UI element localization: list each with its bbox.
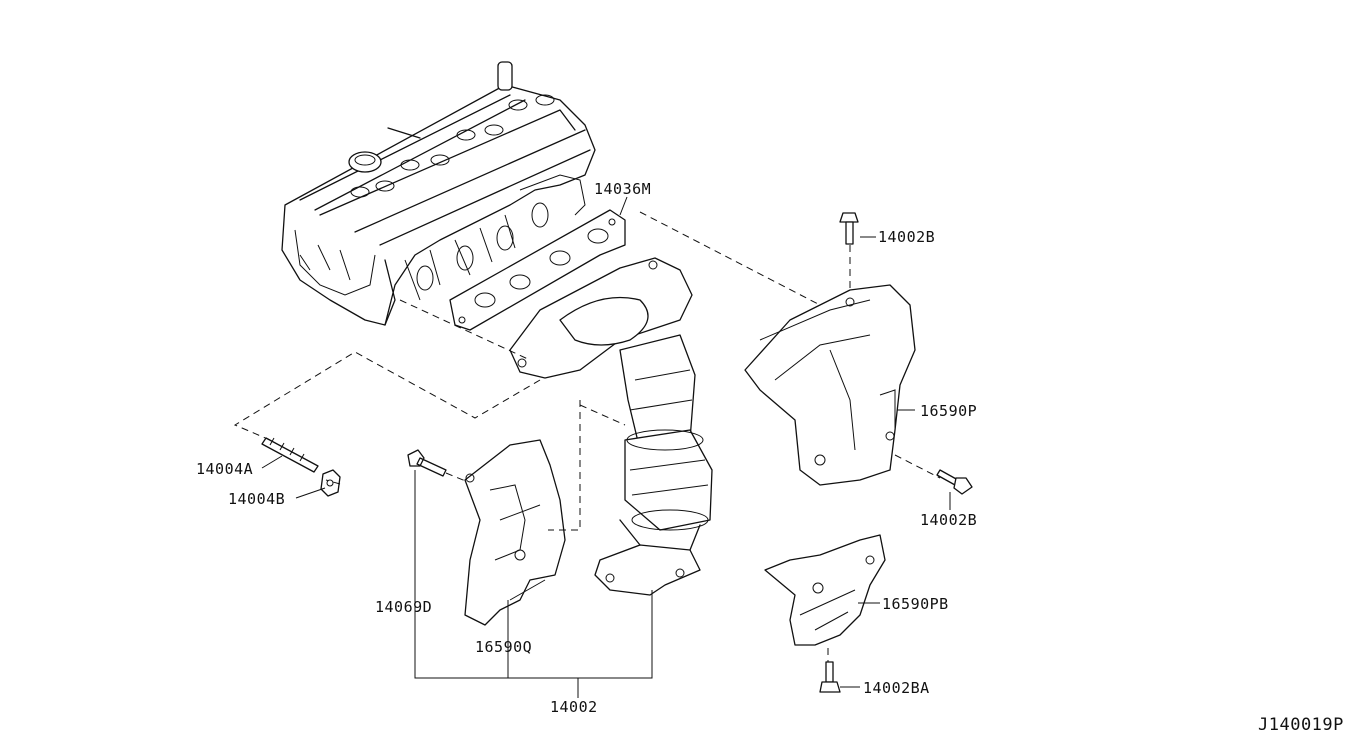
assembly-guide-lines <box>233 211 941 662</box>
callout-16590q: 16590Q <box>475 638 532 656</box>
exhaust-manifold-part <box>509 257 713 596</box>
manifold-gasket-part <box>449 209 626 331</box>
diagram-code: J140019P <box>1258 715 1344 735</box>
lower-heat-insulator-part <box>764 534 886 646</box>
bolt-left-part <box>407 449 447 477</box>
cylinder-head-part <box>281 61 596 326</box>
bolt-right-part <box>936 469 973 495</box>
callout-14002ba: 14002BA <box>863 679 930 697</box>
callout-14036m: 14036M <box>594 180 651 198</box>
right-heat-insulator-part <box>744 284 916 486</box>
callout-14004b: 14004B <box>228 490 285 508</box>
left-heat-insulator-part <box>464 439 566 626</box>
callout-14002b-top: 14002B <box>878 228 935 246</box>
bolt-lower-part <box>819 661 841 693</box>
callout-14002: 14002 <box>550 698 598 716</box>
callout-16590p: 16590P <box>920 402 977 420</box>
bolt-top-part <box>839 212 859 245</box>
callout-16590pb: 16590PB <box>882 595 949 613</box>
callout-14069d: 14069D <box>375 598 432 616</box>
callout-14002b-right: 14002B <box>920 511 977 529</box>
stud-part <box>261 437 319 473</box>
leader-lines <box>261 196 951 698</box>
callout-14004a: 14004A <box>196 460 253 478</box>
callout-labels: 14036M 14002B 14004A 14004B 16590P 14002… <box>196 180 1344 735</box>
